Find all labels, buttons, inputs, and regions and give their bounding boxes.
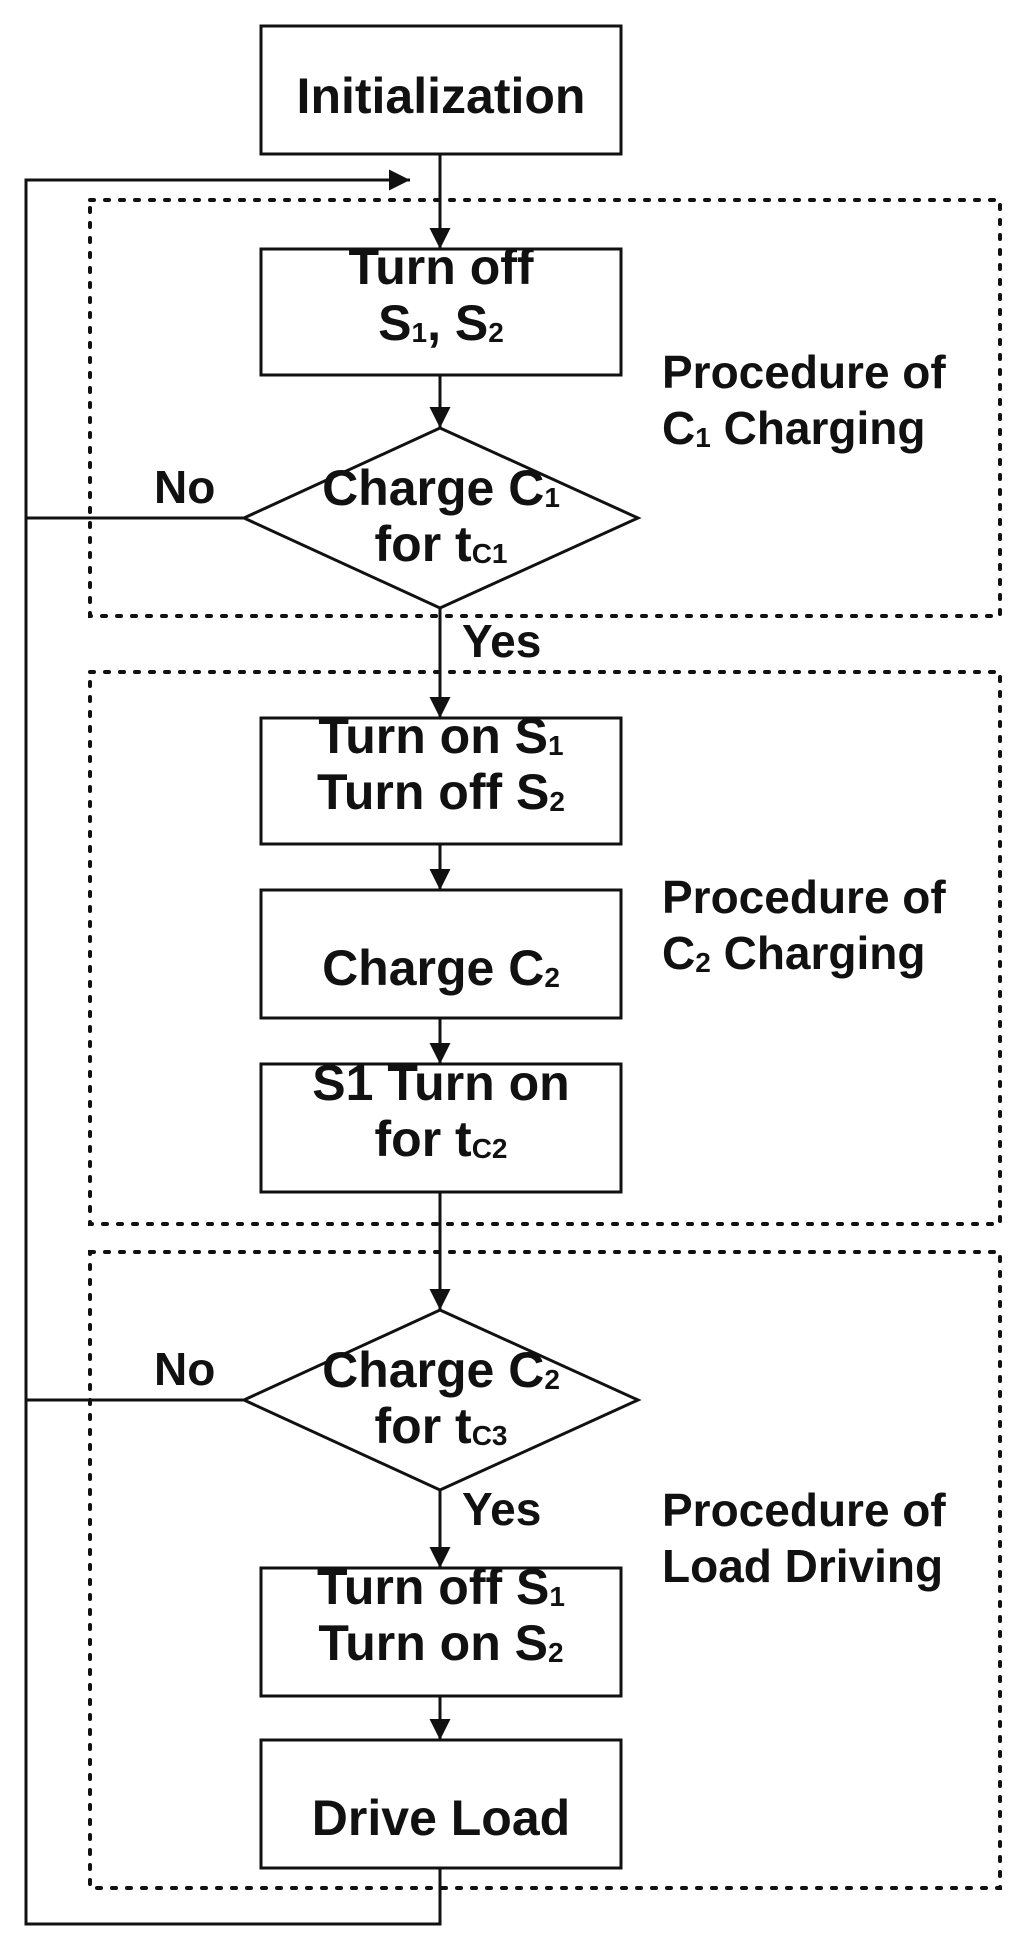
text-line: C1​ Charging (662, 402, 925, 454)
node-initialization (259, 24, 623, 156)
label-decision-charge-c1: Charge C1​for tC1​ (322, 460, 560, 572)
text-line: Turn off S2​ (317, 764, 565, 820)
label-charge-c2: Charge C2​ (322, 940, 560, 996)
text-line: Procedure of (662, 1484, 946, 1536)
label-turn-off-s1-turn-on-s2: Turn off S1​Turn on S2​ (317, 1559, 565, 1671)
text-line: Load Driving (662, 1540, 943, 1592)
text-line: Drive Load (312, 1790, 570, 1846)
text-line: Turn on S2​ (318, 1615, 563, 1671)
group-c2-charging (88, 670, 1002, 1226)
label-initialization: Initialization (297, 68, 586, 124)
group-load-driving (88, 1250, 1002, 1890)
text-line: for tC2​ (375, 1111, 508, 1167)
text-line: for tC1​ (375, 516, 508, 572)
text-line: S1​, S2​ (378, 295, 504, 351)
text-line: Procedure of (662, 871, 946, 923)
text-line: Turn on S1​ (318, 708, 563, 764)
node-turn-off-s1-turn-on-s2 (259, 1566, 623, 1698)
label-turn-on-s1-turn-off-s2: Turn on S1​Turn off S2​ (317, 708, 565, 820)
text-line: Charge C2​ (322, 940, 560, 996)
group-c1-charging (88, 198, 1002, 618)
edge-label-yes-2: Yes (462, 1483, 541, 1535)
text-line: Turn off S1​ (317, 1559, 565, 1615)
text-line: for tC3​ (375, 1398, 508, 1454)
text-line: Charge C1​ (322, 460, 560, 516)
label-drive-load: Drive Load (312, 1790, 570, 1846)
edge-label-no-1: No (154, 461, 215, 513)
loop-return-line (24, 169, 442, 1926)
text-line: C2​ Charging (662, 927, 925, 979)
edge-label-yes-1: Yes (462, 615, 541, 667)
edge-label-no-2: No (154, 1343, 215, 1395)
label-decision-charge-c2: Charge C2​for tC3​ (322, 1342, 560, 1454)
text-line: S1 Turn on (312, 1055, 569, 1111)
text-line: Turn off (348, 239, 533, 295)
text-line: Procedure of (662, 346, 946, 398)
text-line: Initialization (297, 68, 586, 124)
text-line: Charge C2​ (322, 1342, 560, 1398)
